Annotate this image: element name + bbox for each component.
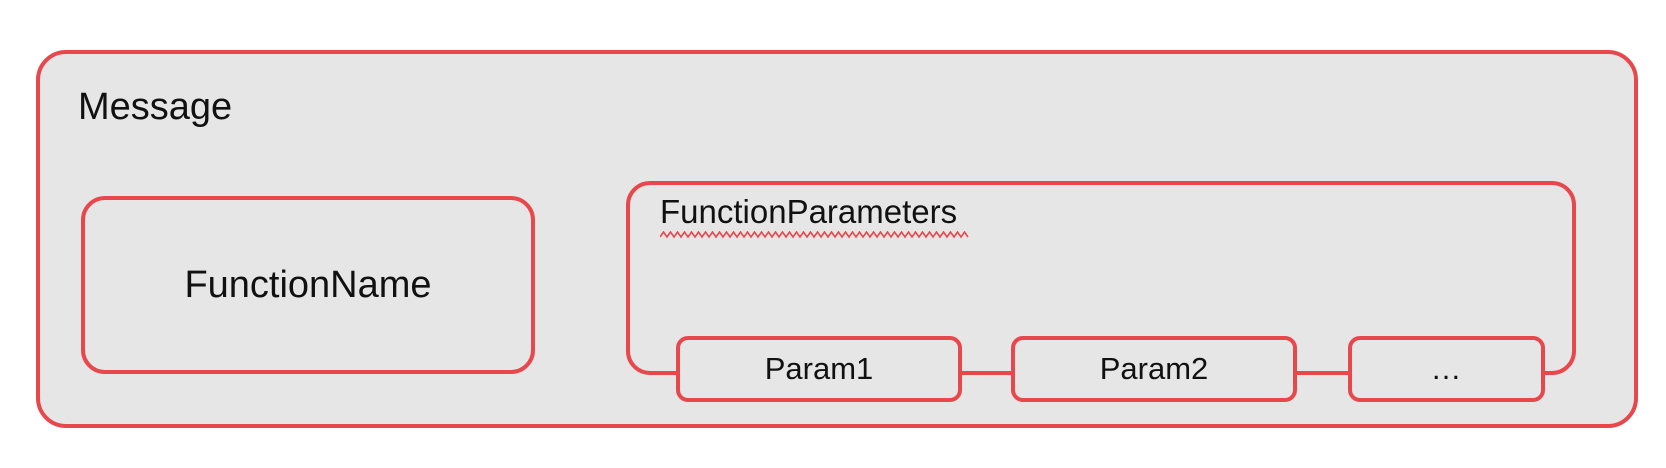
- spellcheck-squiggle-icon: [660, 231, 969, 239]
- parameter-chip-ellipsis[interactable]: …: [1348, 336, 1545, 402]
- parameter-chip-label: Param2: [1099, 351, 1209, 386]
- parameter-chip[interactable]: Param1: [676, 336, 962, 402]
- function-name-label: FunctionName: [184, 264, 432, 306]
- function-parameters-block[interactable]: FunctionParameters Param1 Param2 …: [626, 181, 1576, 402]
- message-container[interactable]: Message FunctionName FunctionParameters …: [36, 50, 1638, 428]
- parameter-chip-label: Param1: [764, 351, 874, 386]
- function-parameters-title-wrap: FunctionParameters: [660, 193, 970, 239]
- message-title: Message: [78, 86, 233, 128]
- parameter-chip-label: …: [1430, 351, 1463, 386]
- parameter-chip[interactable]: Param2: [1011, 336, 1297, 402]
- function-parameters-label: FunctionParameters: [660, 193, 958, 230]
- function-name-block[interactable]: FunctionName: [81, 196, 535, 374]
- parameter-chip-row: Param1 Param2 …: [630, 185, 1572, 402]
